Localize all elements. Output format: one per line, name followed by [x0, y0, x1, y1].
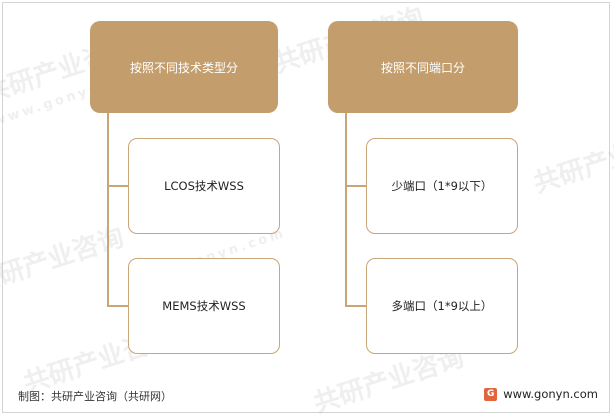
left-child-label-lcos: LCOS技术WSS: [164, 179, 244, 193]
right-group-header: 按照不同端口分: [328, 21, 518, 113]
website-url: www.gonyn.com: [503, 387, 598, 401]
left-group-header: 按照不同技术类型分: [90, 21, 278, 113]
right-group-header-label: 按照不同端口分: [380, 60, 465, 75]
left-branch-line-1: [107, 185, 128, 187]
figure-caption: 制图：共研产业咨询（共研网）: [18, 390, 172, 403]
right-branch-line-2: [345, 305, 366, 307]
left-child-box-lcos: LCOS技术WSS: [128, 138, 280, 234]
right-branch-line-1: [345, 185, 366, 187]
right-trunk-line: [345, 113, 347, 305]
left-trunk-line: [107, 113, 109, 305]
left-group-header-label: 按照不同技术类型分: [129, 60, 238, 75]
right-child-box-few-ports: 少端口（1*9以下）: [366, 138, 518, 234]
left-child-label-mems: MEMS技术WSS: [162, 299, 246, 313]
gonyn-logo-icon: G: [484, 387, 498, 401]
figure-frame: [2, 2, 610, 413]
right-child-label-many-ports: 多端口（1*9以上）: [391, 299, 493, 313]
left-branch-line-2: [107, 305, 128, 307]
right-child-box-many-ports: 多端口（1*9以上）: [366, 258, 518, 354]
right-child-label-few-ports: 少端口（1*9以下）: [391, 179, 493, 193]
left-child-box-mems: MEMS技术WSS: [128, 258, 280, 354]
website-link[interactable]: G www.gonyn.com: [484, 387, 598, 401]
